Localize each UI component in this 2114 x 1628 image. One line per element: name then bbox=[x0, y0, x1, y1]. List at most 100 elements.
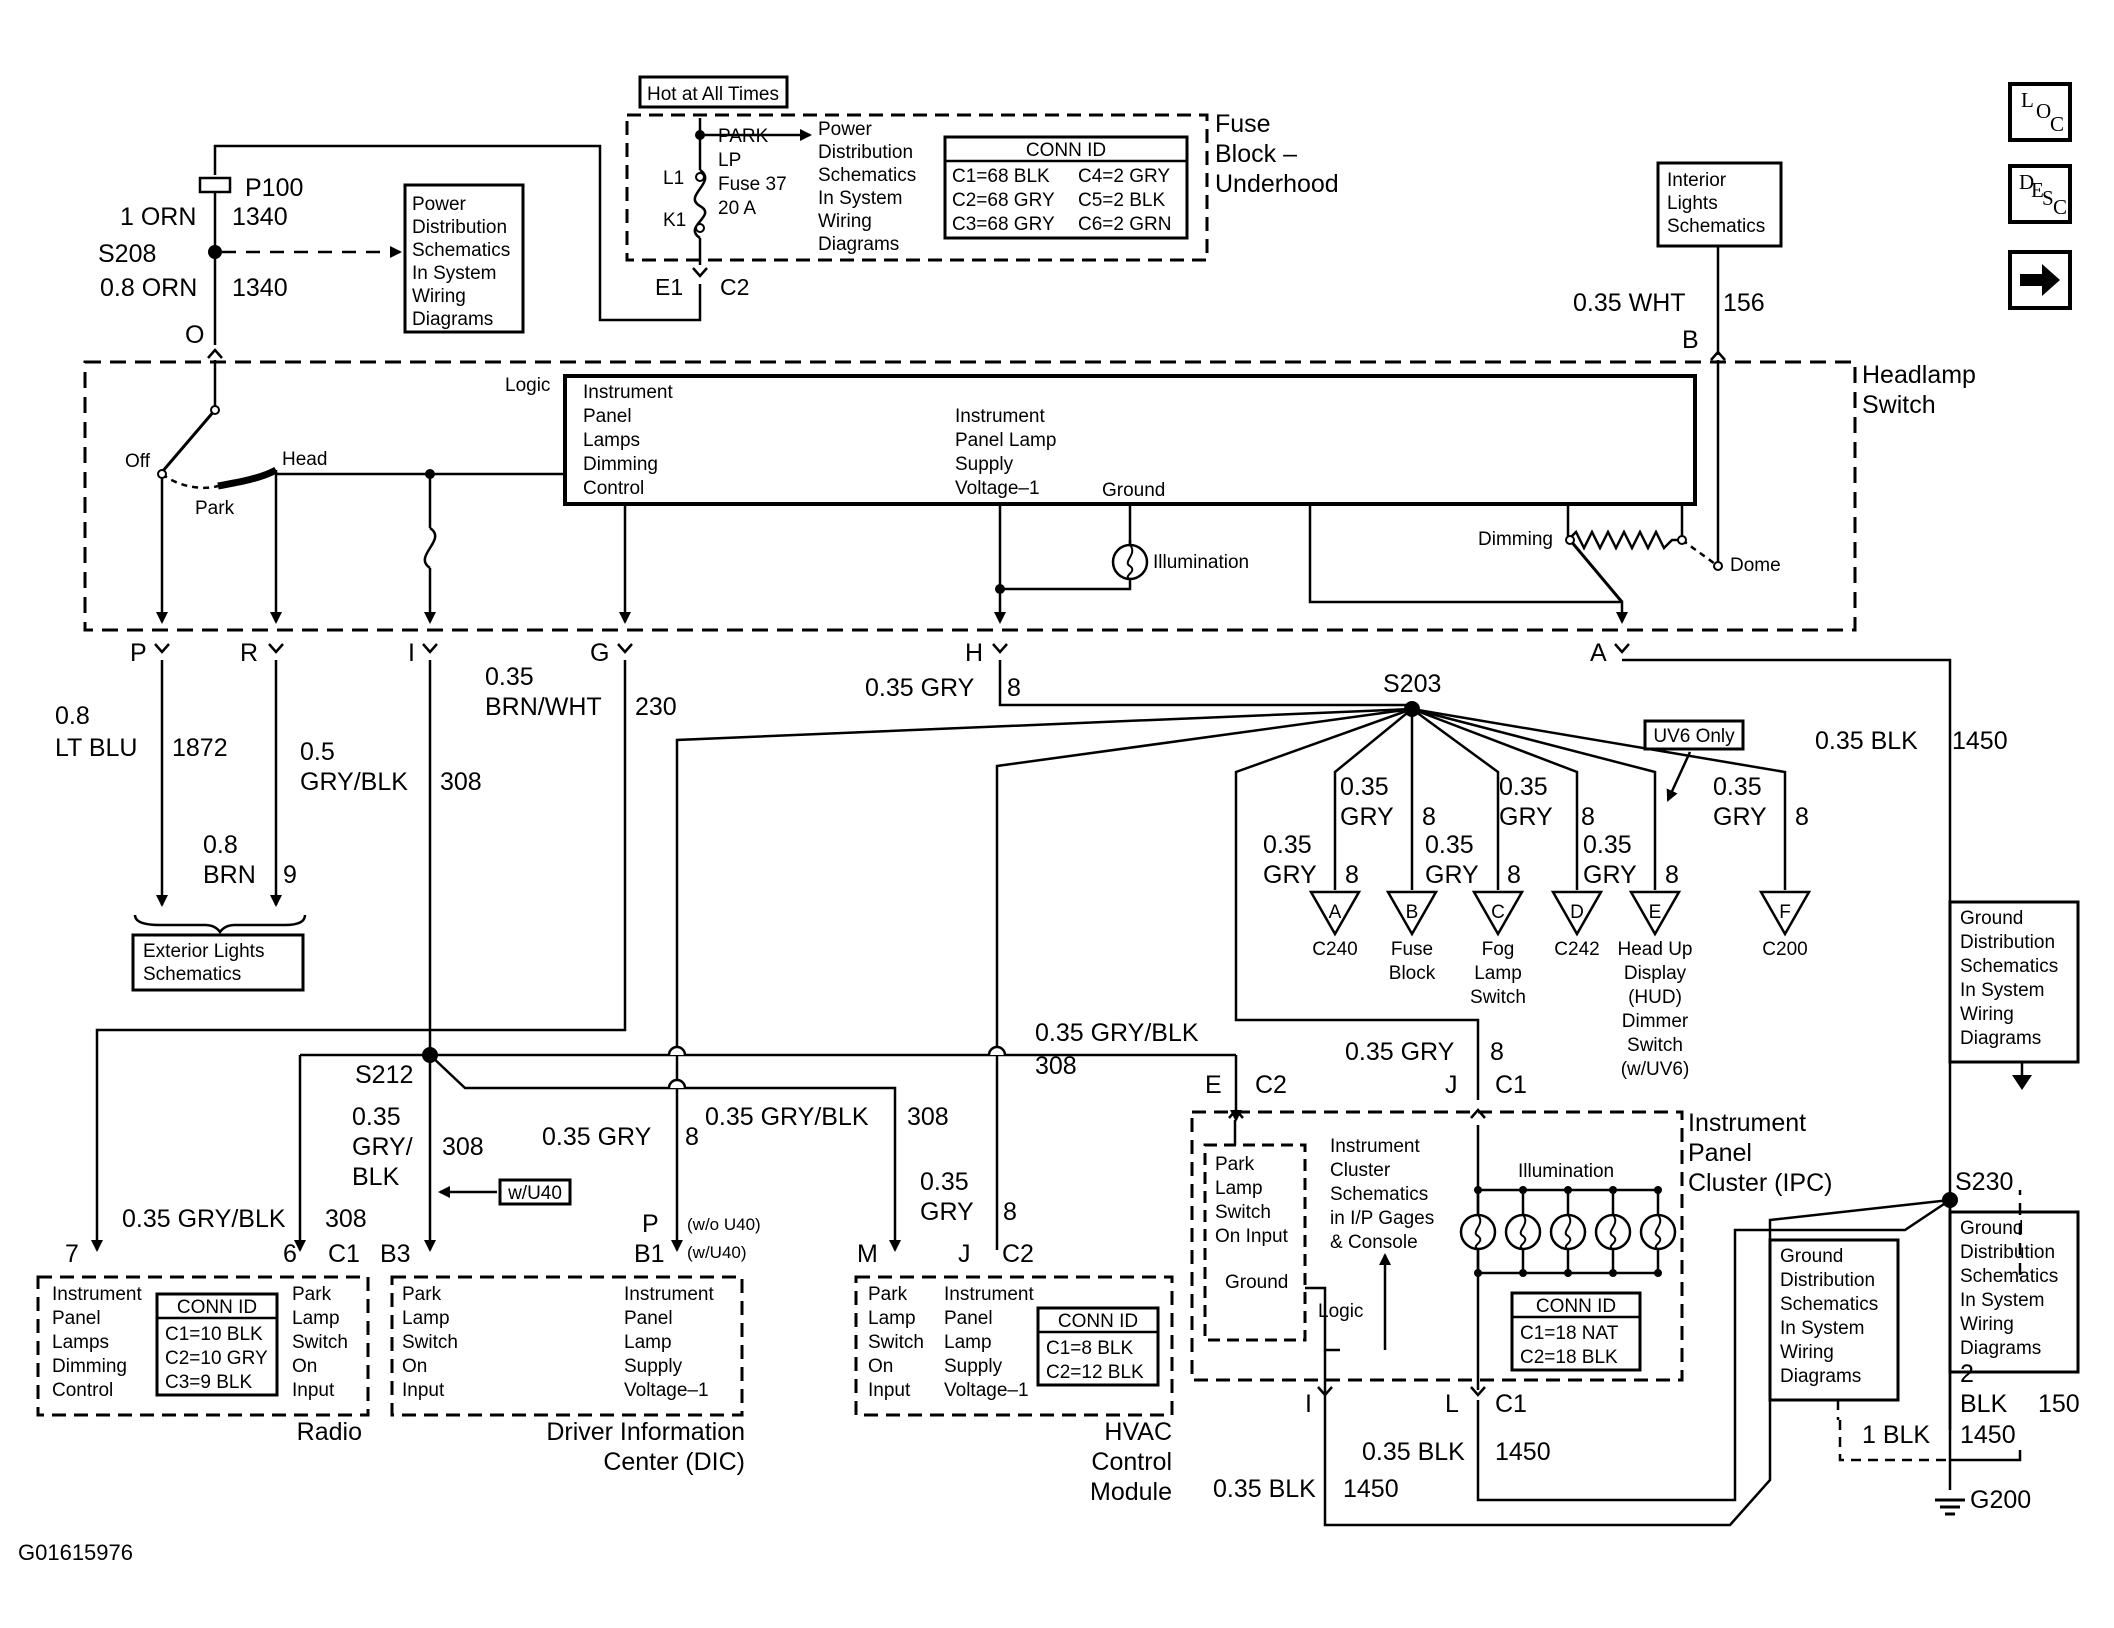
fuse-37-label: PARK bbox=[718, 126, 769, 147]
fuse-junction-dot bbox=[695, 130, 705, 140]
headlamp-logic-label: Logic bbox=[505, 375, 550, 396]
s203-branch-3 bbox=[1411, 707, 1579, 890]
location-button[interactable]: L O C bbox=[2008, 82, 2072, 142]
branch-circuit-5: 8 bbox=[1795, 803, 1809, 831]
power-ref-left: Wiring bbox=[412, 286, 466, 307]
s212-wire-size: 0.35 bbox=[352, 1103, 401, 1131]
pin-p: P bbox=[130, 639, 147, 667]
ground-ref-box-1-text: Diagrams bbox=[1960, 1028, 2041, 1049]
hvac-gry-size-a: 0.35 bbox=[920, 1168, 969, 1196]
wire-035wht: 0.35 WHT bbox=[1573, 289, 1686, 317]
fuse-power-ref: Distribution bbox=[818, 142, 913, 163]
fuse-c2: C2 bbox=[720, 274, 749, 300]
illumination-label: Illumination bbox=[1153, 552, 1249, 573]
ipc-conn-table bbox=[1510, 1291, 1642, 1372]
radio-left-text: Control bbox=[52, 1380, 113, 1401]
ipc-bulb-0-filament bbox=[1474, 1214, 1482, 1250]
headlamp-pin-conn-4 bbox=[992, 643, 1008, 654]
hvac-conn-rows: C1=8 BLK bbox=[1046, 1338, 1133, 1359]
logic-ground-label: Ground bbox=[1102, 480, 1165, 501]
h-size: 0.35 GRY bbox=[865, 674, 975, 702]
ground-ref-box-1-text: Distribution bbox=[1960, 932, 2055, 953]
dic-name-a: Driver Information bbox=[546, 1418, 745, 1446]
circuit-1450-a: 1450 bbox=[1952, 727, 2008, 755]
logic-box-right-text: Supply bbox=[955, 454, 1014, 475]
ground-1blk: 1 BLK bbox=[1862, 1421, 1930, 1449]
ipc-ground-label: Ground bbox=[1225, 1272, 1288, 1293]
dic-right-text: Panel bbox=[624, 1308, 673, 1329]
fuse-block-title: Fuse bbox=[1215, 110, 1271, 138]
hot-at-all-times-box bbox=[638, 75, 789, 109]
radio-conn-title: CONN ID bbox=[177, 1297, 257, 1318]
next-page-button[interactable] bbox=[2008, 250, 2072, 310]
ext-lights-ref: Exterior Lights bbox=[143, 941, 264, 962]
branch-letter-2: C bbox=[1491, 902, 1505, 923]
ipc-bulb-junction-bottom-1 bbox=[1519, 1269, 1527, 1277]
s203-label: S203 bbox=[1383, 670, 1441, 698]
circuit-1340-a: 1340 bbox=[232, 203, 288, 231]
circuit-8-h: 8 bbox=[1007, 674, 1021, 702]
radio-left-text: Dimming bbox=[52, 1356, 127, 1377]
ipc-ground-link bbox=[1305, 1286, 1340, 1352]
ground-150: 150 bbox=[2038, 1390, 2080, 1418]
park-dashed-arc bbox=[161, 473, 219, 490]
branch-name-1: Block bbox=[1389, 963, 1436, 984]
fuse-power-ref: Power bbox=[818, 119, 873, 140]
ground-1450-b: 1450 bbox=[1960, 1421, 2016, 1449]
dimming-label: Dimming bbox=[1478, 529, 1553, 550]
ipc-j: J bbox=[1445, 1071, 1458, 1099]
dimming-wiper bbox=[1568, 539, 1624, 603]
ipc-bulb-junction-bottom-0 bbox=[1474, 1269, 1482, 1277]
circuit-9: 9 bbox=[283, 861, 297, 889]
logic-box-left-text: Instrument bbox=[583, 382, 673, 403]
branch-size-b-5: GRY bbox=[1713, 803, 1767, 831]
uv6-only-label: UV6 Only bbox=[1653, 726, 1735, 747]
hvac-left-text: Lamp bbox=[868, 1308, 916, 1329]
s203-branch-4 bbox=[1411, 707, 1657, 890]
label-0: C1=68 BLK bbox=[952, 166, 1050, 187]
branch-letter-1: B bbox=[1406, 902, 1419, 923]
branch-letter-0: A bbox=[1329, 902, 1342, 923]
headlamp-pin-conn-3 bbox=[617, 643, 633, 654]
radio-left-text: Instrument bbox=[52, 1284, 142, 1305]
g-size-b: BRN/WHT bbox=[485, 693, 602, 721]
s212-circuit: 308 bbox=[442, 1133, 484, 1161]
fuse-conn-table bbox=[943, 135, 1189, 240]
branch-circuit-0: 8 bbox=[1422, 803, 1436, 831]
ipc-bulb-junction-top-1 bbox=[1519, 1186, 1527, 1194]
interior-lights-box bbox=[1656, 161, 1783, 248]
brn-size-b: BRN bbox=[203, 861, 256, 889]
ground-ref-box-2-text: Schematics bbox=[1960, 1266, 2058, 1287]
p100-label: P100 bbox=[245, 174, 303, 202]
dic-wire-size: 0.35 GRY bbox=[542, 1123, 652, 1151]
s212-splice bbox=[422, 1047, 438, 1063]
fuse-37-label: Fuse 37 bbox=[718, 174, 787, 195]
ground-ref-box-2-text: Distribution bbox=[1960, 1242, 2055, 1263]
ground-ref-box-1-text: Wiring bbox=[1960, 1004, 2014, 1025]
hvac-right-text: Voltage–1 bbox=[944, 1380, 1029, 1401]
ipc-c2: C2 bbox=[1255, 1071, 1287, 1099]
hvac-conn-rows: C2=12 BLK bbox=[1046, 1362, 1144, 1383]
s203-to-hvac-fan bbox=[995, 707, 1413, 1250]
wire-1blk-dashed bbox=[1838, 1420, 1950, 1462]
description-button[interactable]: D E S C bbox=[2008, 164, 2072, 224]
hvac-conn-table bbox=[1036, 1306, 1160, 1387]
connector-triangle-4 bbox=[1628, 890, 1682, 937]
ground-ref-box-1 bbox=[1948, 900, 2080, 1064]
fuse-block-title: Block – bbox=[1215, 140, 1297, 168]
head-junction-dot bbox=[425, 469, 435, 479]
branch-size-a-3: 0.35 bbox=[1499, 773, 1548, 801]
desc-letter-c: C bbox=[2053, 195, 2068, 219]
branch-size-a-5: 0.35 bbox=[1713, 773, 1762, 801]
headlamp-pin-conn-5 bbox=[1614, 643, 1630, 654]
wu40-box bbox=[498, 1178, 572, 1206]
branch-name-4: Display bbox=[1624, 963, 1687, 984]
branch-size-a-4: 0.35 bbox=[1583, 831, 1632, 859]
branch-name-2: Fog bbox=[1482, 939, 1515, 960]
pin-r: R bbox=[240, 639, 258, 667]
ground-ref-box-2-text: In System bbox=[1960, 1290, 2044, 1311]
ground-l-circuit: 1450 bbox=[1495, 1438, 1551, 1466]
hvac-gry-size-b: GRY bbox=[920, 1198, 974, 1226]
desc-letter-e: E bbox=[2031, 178, 2044, 202]
